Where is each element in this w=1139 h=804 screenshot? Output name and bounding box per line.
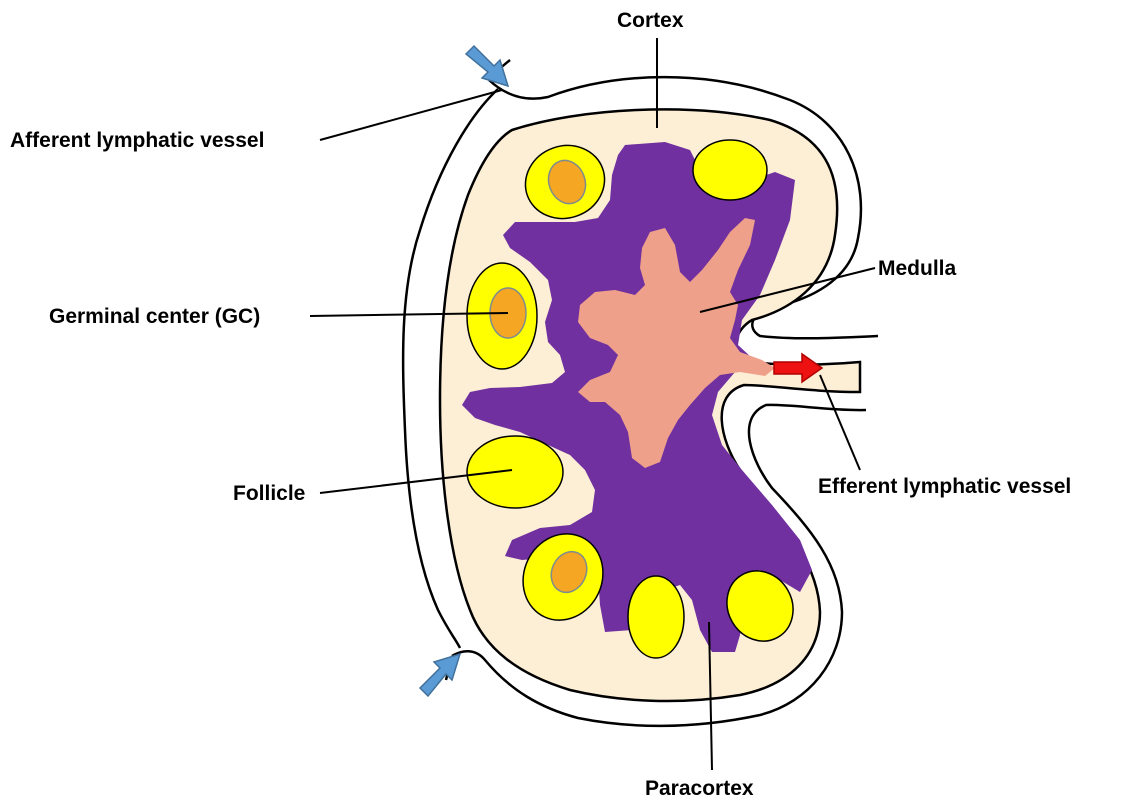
medulla-label: Medulla (878, 258, 956, 279)
arrow-in-icon (466, 46, 508, 86)
follicle-label: Follicle (233, 483, 305, 504)
efferent-lymphatic-vessel-label: Efferent lymphatic vessel (818, 476, 1071, 497)
follicle-lower-left (467, 436, 563, 508)
afferent-lymphatic-vessel-label: Afferent lymphatic vessel (10, 130, 264, 151)
paracortex-label: Paracortex (645, 778, 754, 799)
arrow-in-icon (420, 654, 460, 696)
cortex-label: Cortex (617, 10, 684, 31)
follicle-top-right (693, 140, 767, 200)
follicle-mid-left (467, 263, 537, 369)
follicle-bottom-center (628, 576, 684, 658)
germinal-center-label: Germinal center (GC) (49, 306, 260, 327)
